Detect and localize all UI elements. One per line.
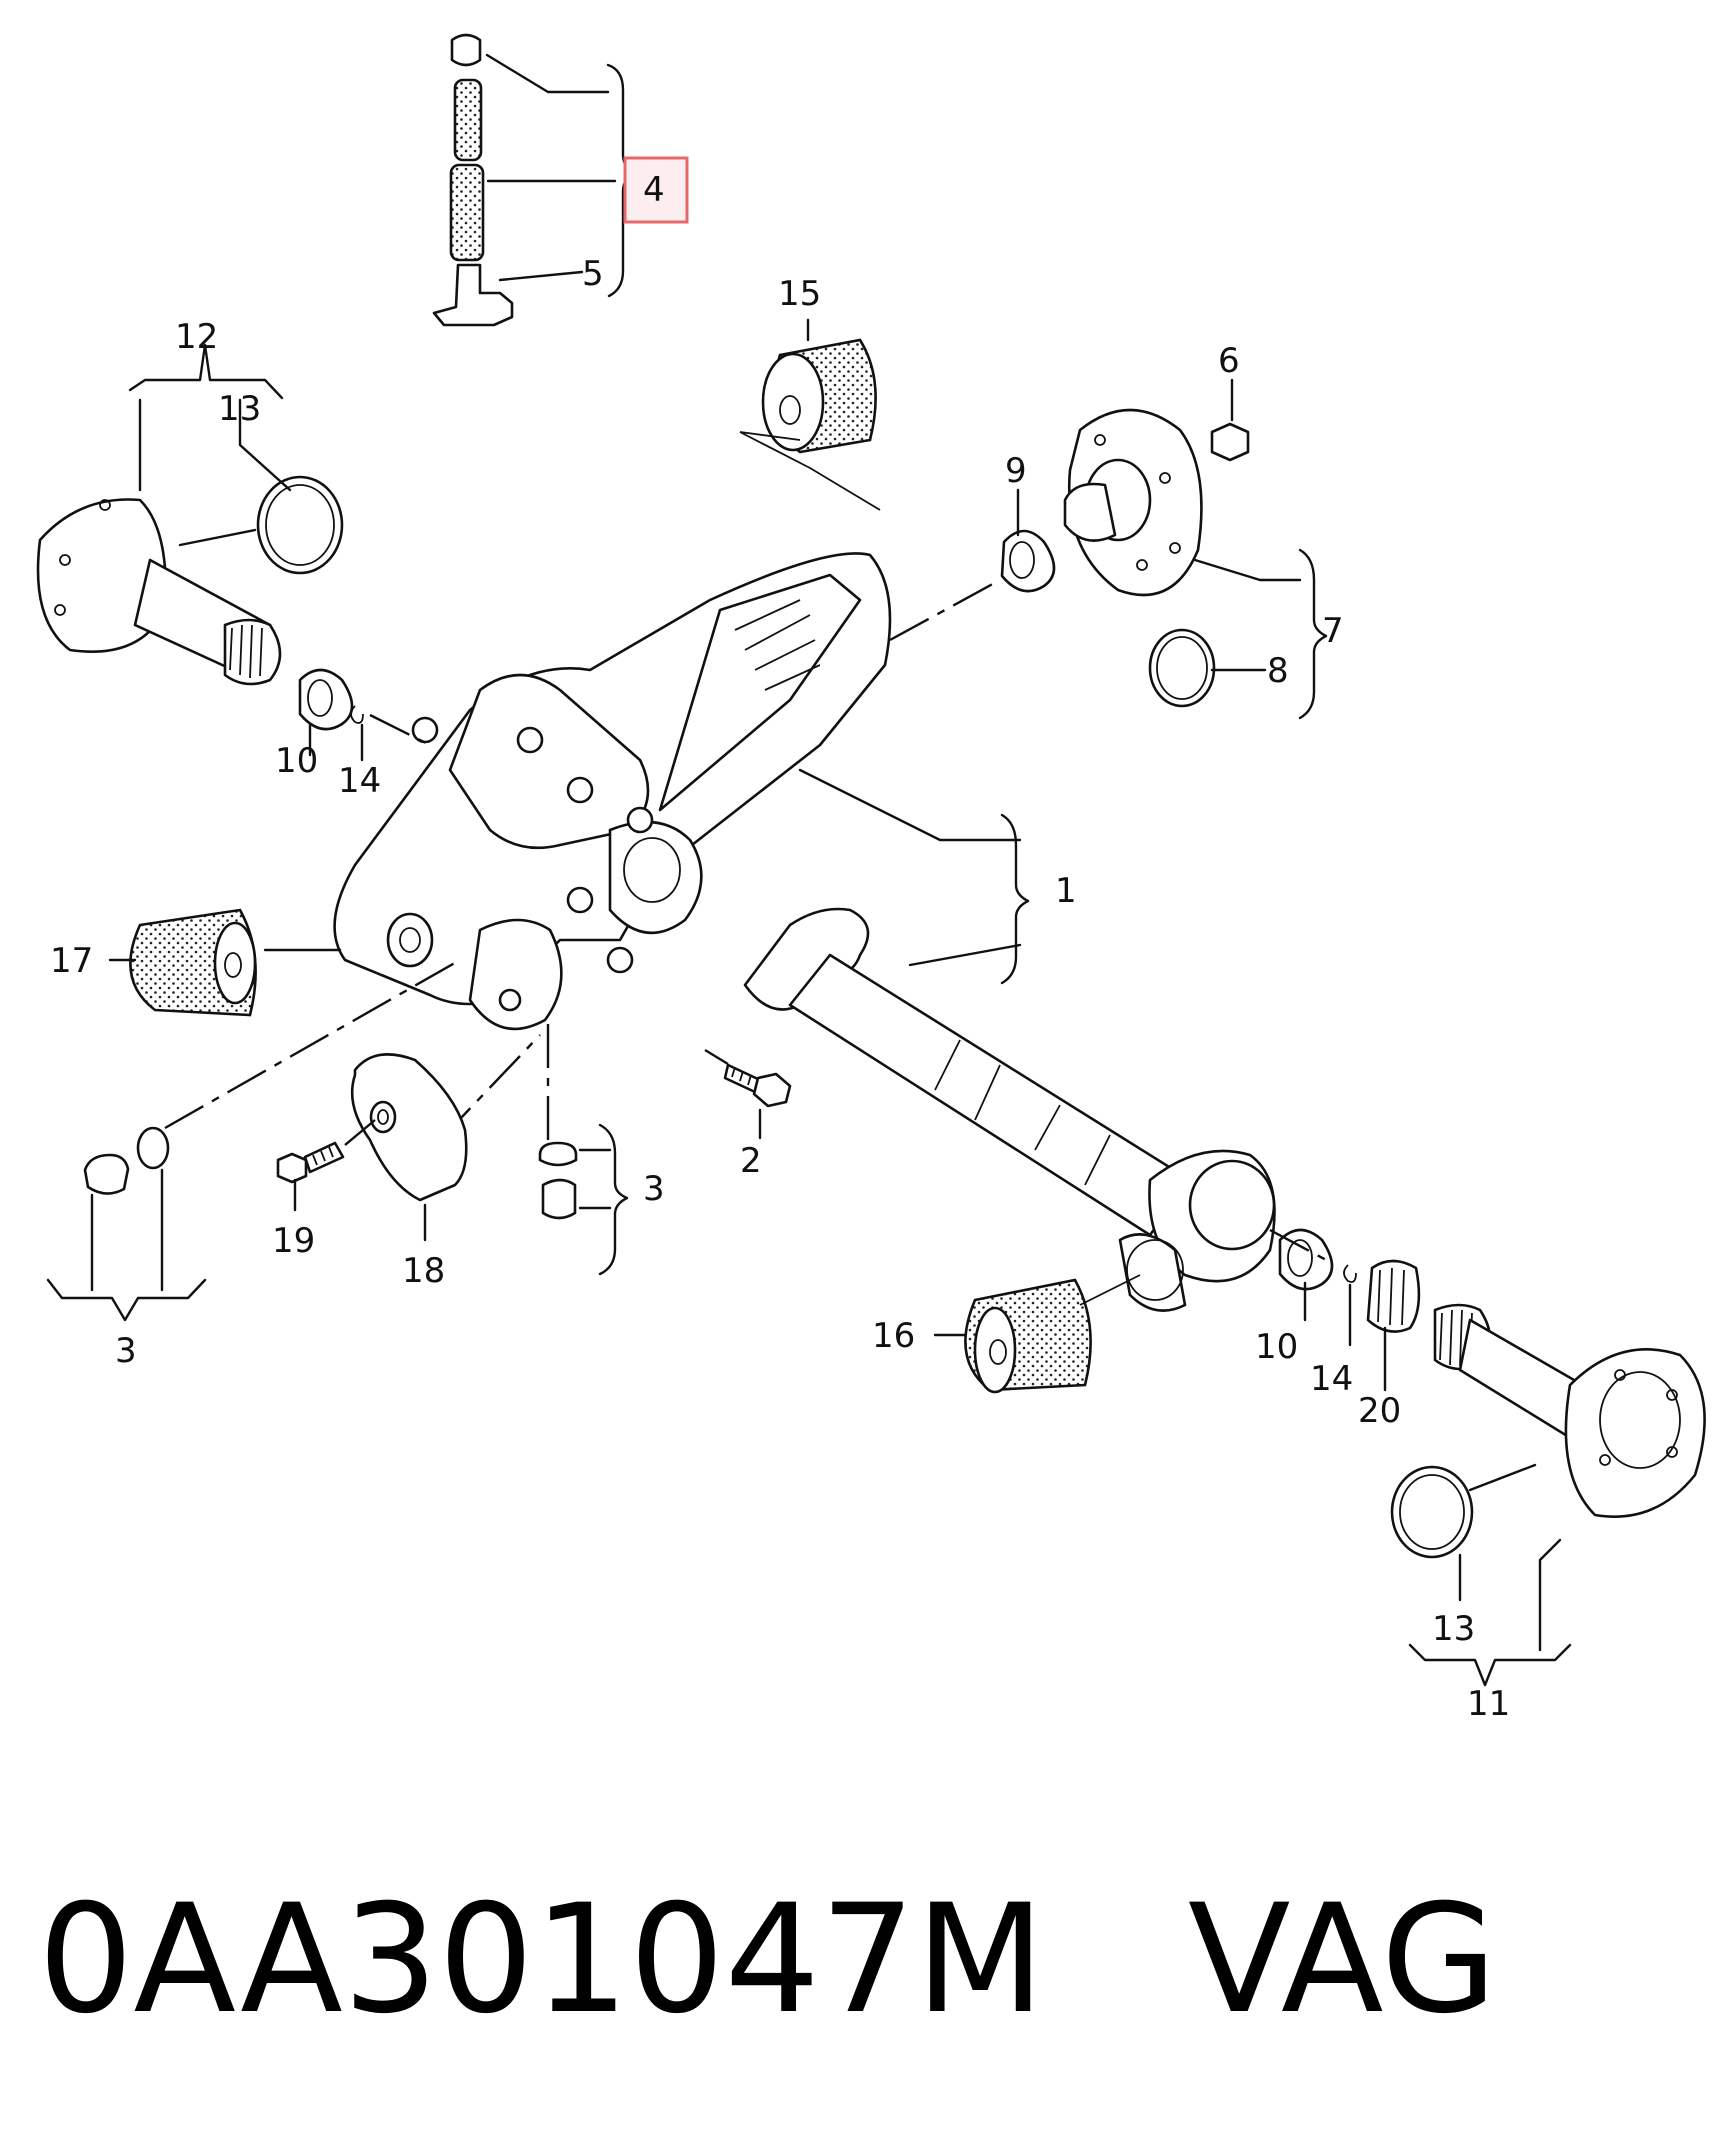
mount-bushing-16: [964, 1278, 1092, 1394]
callout-10-right: 10: [1255, 1327, 1298, 1367]
callout-4: 4: [643, 170, 665, 210]
callout-1: 1: [1055, 871, 1077, 911]
output-flange-right: [1000, 408, 1250, 708]
callout-8: 8: [1267, 651, 1289, 691]
callout-3-left: 3: [115, 1331, 137, 1371]
callout-7: 7: [1322, 611, 1344, 651]
callout-19: 19: [272, 1221, 315, 1261]
drain-plug-group: [83, 1126, 578, 1220]
bolt-2: [723, 1063, 792, 1108]
mount-bracket-18: [276, 1053, 468, 1202]
left-output-shaft: [36, 475, 364, 731]
callout-14-right: 14: [1310, 1359, 1353, 1399]
part-number: 0AA301047M: [38, 1873, 1045, 2047]
callout-11: 11: [1467, 1684, 1510, 1724]
exploded-parts-diagram: 1 2 3 3 4 5 6 7 8 9 10 10 11 12 13 13 14…: [36, 33, 1706, 1724]
callout-18: 18: [402, 1251, 445, 1291]
callout-12: 12: [175, 317, 218, 357]
callout-10-left: 10: [275, 741, 318, 781]
callout-13-right: 13: [1432, 1609, 1475, 1649]
callout-15: 15: [778, 274, 821, 314]
callout-3-center: 3: [643, 1169, 665, 1209]
callout-2: 2: [740, 1141, 762, 1181]
right-output-shaft: [1278, 1228, 1706, 1559]
callout-5: 5: [582, 254, 604, 294]
callout-9: 9: [1005, 451, 1027, 491]
callout-6: 6: [1218, 341, 1240, 381]
callout-14-left: 14: [338, 761, 381, 801]
callout-labels: 1 2 3 3 4 5 6 7 8 9 10 10 11 12 13 13 14…: [50, 156, 1510, 1724]
mount-bushing-17: [129, 908, 257, 1017]
breather-filter-assembly: [432, 33, 514, 327]
mount-bushing-15: [761, 338, 877, 454]
axle-tube: [743, 907, 1276, 1312]
callout-13-left: 13: [218, 389, 261, 429]
brand-name: VAG: [1187, 1873, 1498, 2047]
callout-4-highlight-box: [623, 156, 689, 224]
differential-housing: [333, 552, 892, 1031]
callout-16: 16: [872, 1316, 915, 1356]
callout-20: 20: [1358, 1391, 1401, 1431]
callout-17: 17: [50, 941, 93, 981]
part-caption: 0AA301047M VAG: [38, 1860, 1698, 2060]
